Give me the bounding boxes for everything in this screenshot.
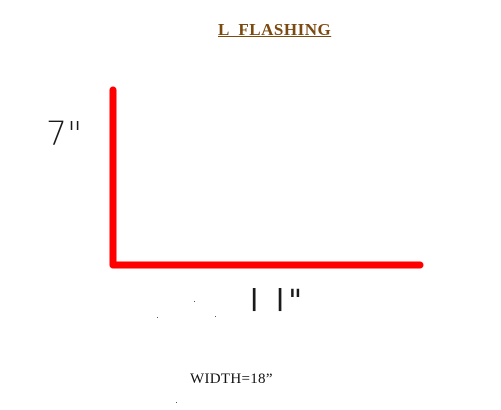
stray-speck xyxy=(176,402,177,403)
total-width-label: WIDTH=18” xyxy=(190,371,273,387)
horizontal-leg-dimension: l l" xyxy=(250,284,307,319)
vertical-leg-dimension: 7" xyxy=(46,114,83,153)
stray-speck xyxy=(157,317,158,318)
diagram-title: L FLASHING xyxy=(218,20,332,39)
l-flashing-profile xyxy=(109,86,424,269)
stray-speck xyxy=(194,301,195,302)
stray-speck xyxy=(215,316,216,317)
